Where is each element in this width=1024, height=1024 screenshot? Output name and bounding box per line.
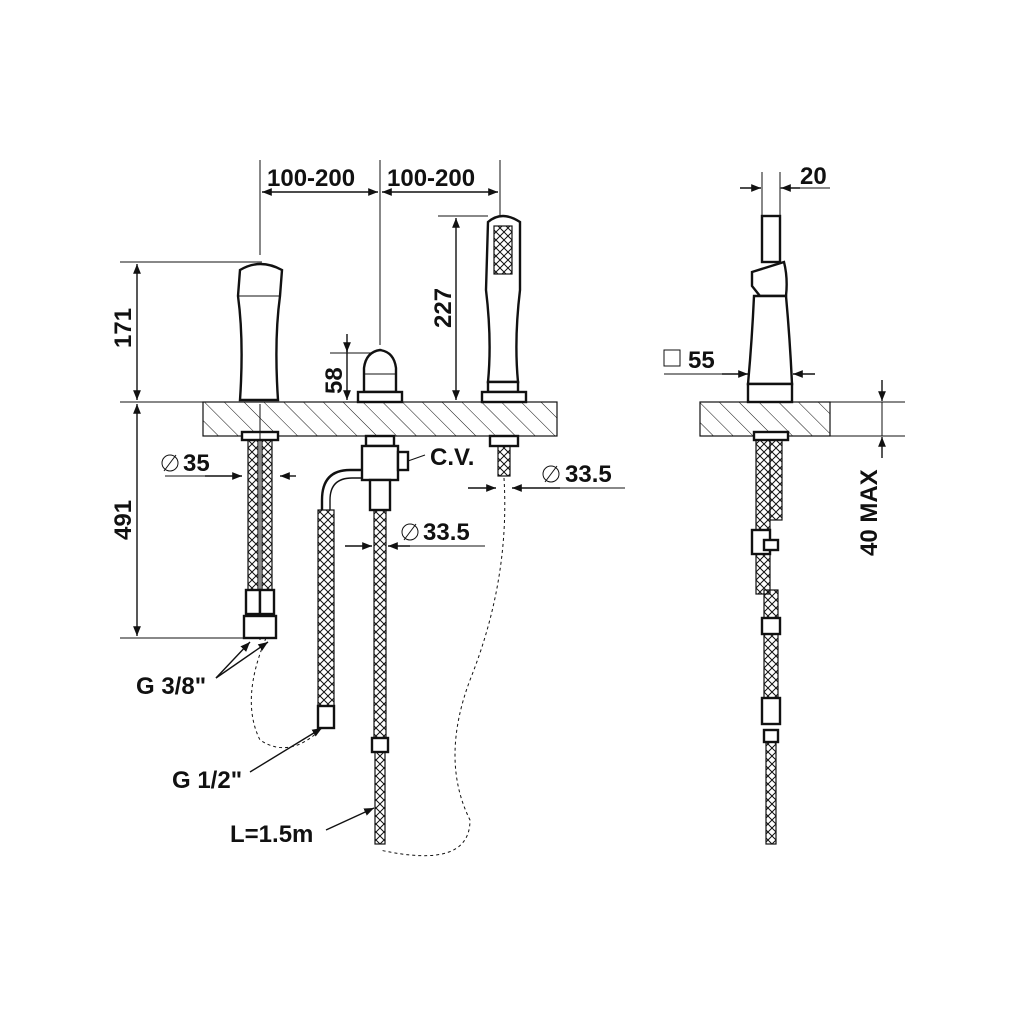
height-mixer-label: 58 xyxy=(321,367,348,394)
thickness-max-label: 40 MAX xyxy=(856,469,883,556)
mixer-side-profile xyxy=(746,214,794,845)
diameter-spout-label: 35 xyxy=(183,450,210,477)
square-label: 55 xyxy=(688,347,715,374)
flex-hose xyxy=(261,439,273,591)
shower-hose-dashed xyxy=(379,477,506,857)
spacing-right-label: 100-200 xyxy=(387,165,475,192)
hose-length-label: L=1.5m xyxy=(230,821,313,848)
deck-section-side xyxy=(699,401,831,437)
diameter-symbol xyxy=(542,465,560,483)
spout xyxy=(236,262,284,640)
leader-line xyxy=(325,807,375,831)
check-valve-label: C.V. xyxy=(430,444,474,471)
square-symbol xyxy=(663,349,681,367)
leader-line xyxy=(215,641,269,679)
height-spout-label: 171 xyxy=(110,308,137,348)
flex-hose xyxy=(247,439,259,591)
side-view: 20 55 40 MAX xyxy=(663,163,905,845)
mixer xyxy=(316,348,410,845)
spacing-left-label: 100-200 xyxy=(267,165,355,192)
diameter-mixer-label: 33.5 xyxy=(423,519,470,546)
depth-below-label: 491 xyxy=(110,500,137,540)
diameter-shower-label: 33.5 xyxy=(565,461,612,488)
hose-path-dashed xyxy=(250,637,323,749)
flex-hose xyxy=(373,509,387,741)
front-view: 100-200 100-200 171 491 227 58 xyxy=(110,160,625,857)
diameter-symbol xyxy=(401,523,419,541)
width-side-label: 20 xyxy=(800,163,827,190)
deck-section xyxy=(202,401,558,437)
spray-face xyxy=(493,225,513,275)
leader-line xyxy=(249,727,323,773)
flex-hose xyxy=(317,509,335,711)
diameter-symbol xyxy=(161,454,179,472)
shower-hose-end xyxy=(374,751,386,845)
hand-shower xyxy=(480,214,528,477)
leader-line xyxy=(215,641,251,679)
thread-large-label: G 1/2" xyxy=(172,767,242,794)
height-handshower-label: 227 xyxy=(430,288,457,328)
thread-small-label: G 3/8" xyxy=(136,673,206,700)
